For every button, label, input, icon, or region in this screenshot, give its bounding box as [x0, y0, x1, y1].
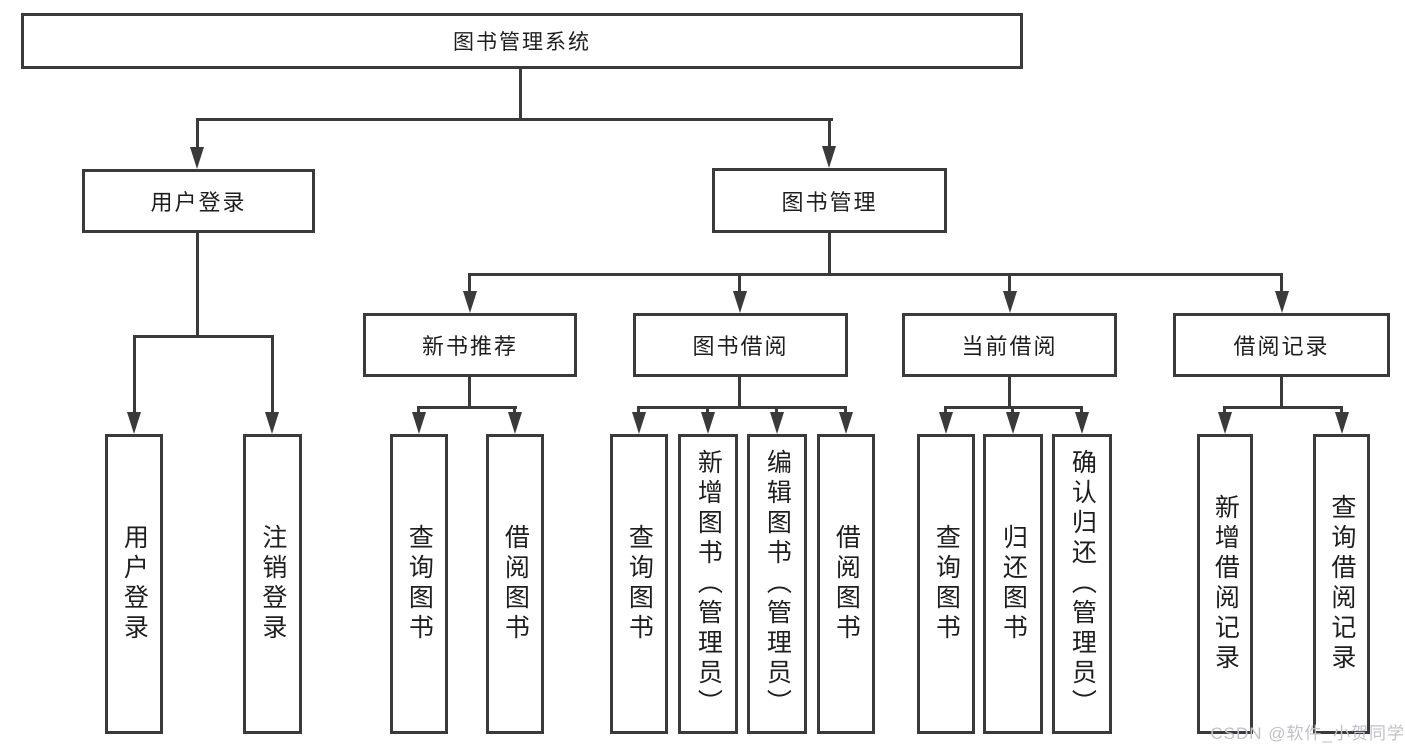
leaf-add-books-admin: 新增图书（管理员） [678, 434, 738, 734]
node-root-library-management-system: 图书管理系统 [21, 13, 1023, 69]
node-label: 图书管理 [781, 189, 878, 215]
node-label: 确认归还（管理员） [1068, 449, 1097, 719]
v-line [1340, 406, 1343, 414]
leaf-logout: 注销登录 [243, 434, 302, 734]
node-label: 归还图书 [999, 524, 1028, 644]
node-label: 借阅记录 [1233, 334, 1330, 359]
leaf-query-books-borrowing: 查询图书 [610, 434, 668, 734]
leaf-user-login: 用户登录 [105, 434, 163, 734]
leaf-query-borrow-record: 查询借阅记录 [1313, 434, 1370, 734]
node-label: 图书借阅 [692, 334, 789, 359]
v-line [944, 406, 947, 414]
node-label: 当前借阅 [961, 334, 1058, 359]
arrowhead [190, 147, 204, 169]
v-line [1223, 406, 1226, 414]
arrowhead [1006, 412, 1020, 434]
leaf-query-books-current: 查询图书 [917, 434, 975, 734]
node-label: 注销登录 [258, 524, 287, 644]
arrowhead [1218, 412, 1232, 434]
arrowhead [508, 412, 522, 434]
h-line [196, 118, 833, 121]
leaf-borrow-books-recommend: 借阅图书 [486, 434, 544, 734]
arrowhead [733, 291, 747, 313]
v-line [1008, 377, 1011, 406]
v-line [468, 377, 471, 406]
leaf-edit-books-admin: 编辑图书（管理员） [747, 434, 807, 734]
v-line [738, 377, 741, 406]
node-label: 新书推荐 [421, 334, 518, 359]
leaf-query-books-recommend: 查询图书 [390, 434, 448, 734]
arrowhead [1335, 412, 1349, 434]
v-line [519, 69, 522, 118]
arrowhead [839, 412, 853, 434]
node-label: 查询图书 [405, 524, 434, 644]
node-new-book-recommend: 新书推荐 [363, 313, 577, 377]
node-label: 新增借阅记录 [1211, 494, 1240, 674]
v-line [468, 273, 471, 293]
arrowhead [1003, 291, 1017, 313]
arrowhead [939, 412, 953, 434]
v-line [1280, 273, 1283, 293]
arrowhead [770, 412, 784, 434]
leaf-borrow-books: 借阅图书 [817, 434, 875, 734]
v-line [706, 406, 709, 414]
h-line [133, 335, 274, 338]
node-label: 用户登录 [120, 524, 149, 644]
node-current-borrowing: 当前借阅 [902, 313, 1117, 377]
v-line [1280, 377, 1283, 406]
node-label: 查询借阅记录 [1327, 494, 1356, 674]
v-line [775, 406, 778, 414]
v-line [513, 406, 516, 414]
v-line [1008, 273, 1011, 293]
node-label: 用户登录 [150, 190, 247, 215]
node-label: 查询图书 [625, 524, 654, 644]
v-line [417, 406, 420, 414]
h-line [417, 406, 517, 409]
arrowhead [1075, 412, 1089, 434]
h-line [637, 406, 847, 409]
arrowhead [632, 412, 646, 434]
node-label: 借阅图书 [501, 524, 530, 644]
leaf-confirm-return-admin: 确认归还（管理员） [1052, 434, 1112, 734]
v-line [637, 406, 640, 414]
arrowhead [822, 146, 836, 168]
node-label: 查询图书 [932, 524, 961, 644]
leaf-return-books: 归还图书 [983, 434, 1043, 734]
v-line [1011, 406, 1014, 414]
csdn-watermark: CSDN @软件_小贺同学 [1210, 724, 1405, 743]
node-label: 新增图书（管理员） [694, 449, 723, 719]
node-book-borrowing: 图书借阅 [633, 313, 848, 377]
arrowhead [412, 412, 426, 434]
arrowhead [463, 291, 477, 313]
v-line [738, 273, 741, 293]
node-label: 编辑图书（管理员） [763, 449, 792, 719]
v-line [196, 118, 199, 149]
v-line [271, 335, 274, 414]
h-line [468, 273, 1283, 276]
node-book-management: 图书管理 [712, 168, 947, 233]
node-user-login: 用户登录 [82, 169, 315, 233]
node-label: 图书管理系统 [453, 31, 591, 54]
arrowhead [1275, 291, 1289, 313]
v-line [1080, 406, 1083, 414]
arrowhead [127, 412, 141, 434]
node-borrowing-records: 借阅记录 [1173, 313, 1390, 377]
v-line [828, 118, 831, 148]
node-label: 借阅图书 [832, 524, 861, 644]
v-line [196, 233, 199, 335]
v-line [133, 335, 136, 414]
v-line [828, 233, 831, 273]
v-line [844, 406, 847, 414]
h-line [1223, 406, 1343, 409]
arrowhead [701, 412, 715, 434]
leaf-add-borrow-record: 新增借阅记录 [1197, 434, 1253, 734]
arrowhead [265, 412, 279, 434]
